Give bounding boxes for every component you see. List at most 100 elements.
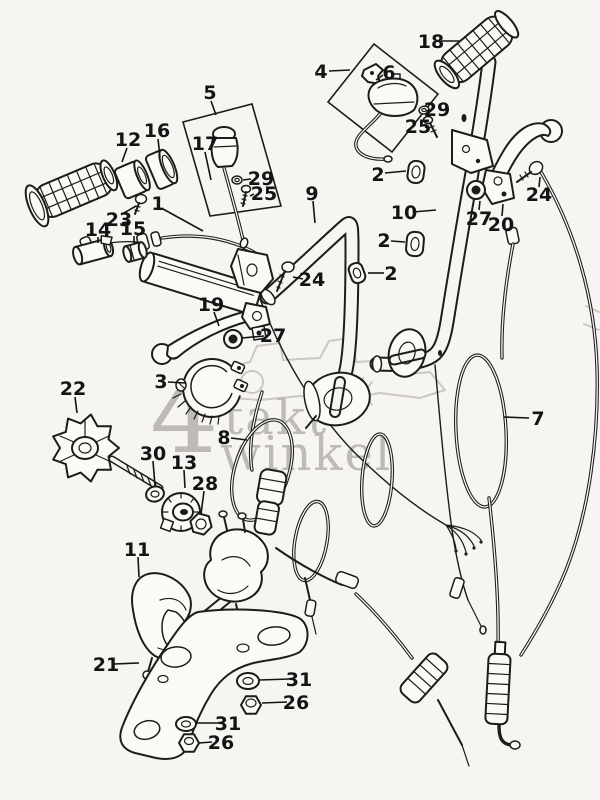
callout-leader-27 [478, 200, 481, 211]
part-5-switch-assembly [210, 126, 249, 249]
callout-label-11: 11 [124, 539, 150, 561]
callout-label-17: 17 [192, 133, 218, 155]
callout-label-9: 9 [305, 183, 318, 205]
part-2-cushion-a [406, 159, 426, 185]
callout-leader-2 [390, 240, 406, 243]
callout-label-14: 14 [85, 219, 111, 241]
callout-label-29: 29 [424, 99, 450, 121]
part-1-throttle-pipe [138, 251, 263, 316]
callout-label-21: 21 [93, 654, 119, 676]
callout-label-26: 26 [208, 732, 234, 754]
part-22-damper-knob [52, 413, 164, 492]
lever-bracket-tab [451, 129, 494, 174]
cable-boot [484, 640, 512, 726]
part-16-ring [144, 148, 179, 190]
part-2-cushion-c [347, 261, 367, 285]
callout-label-2: 2 [371, 164, 384, 186]
callout-label-30: 30 [140, 443, 166, 465]
callout-leader-31 [258, 678, 291, 681]
part-25-screw-left [240, 184, 252, 207]
callout-label-28: 28 [192, 473, 218, 495]
part-12-collar [113, 159, 151, 200]
part-24-bolt-right [516, 160, 544, 183]
callout-leader-9 [312, 200, 316, 224]
part-20-brake-lever [481, 119, 563, 205]
handlebar-pipes [259, 54, 497, 429]
callout-label-22: 22 [60, 378, 86, 400]
callout-label-31: 31 [286, 669, 312, 691]
callout-label-25: 25 [251, 183, 277, 205]
part-4-switch-housing [354, 73, 419, 163]
part-31-washer-right [236, 672, 260, 690]
callout-label-12: 12 [115, 129, 141, 151]
part-27-nut-right [466, 180, 486, 200]
callout-leader-28 [200, 490, 205, 515]
callout-leader-25 [424, 126, 430, 129]
callout-label-7: 7 [531, 408, 544, 430]
callout-label-19: 19 [198, 294, 224, 316]
callout-label-5: 5 [203, 82, 216, 104]
callout-label-23: 23 [106, 209, 132, 231]
callout-leader-24 [538, 176, 541, 188]
part-3-clamp-band [172, 358, 249, 425]
callout-label-2: 2 [377, 230, 390, 252]
part-26-nut-right [240, 695, 262, 715]
part-18-right-grip [433, 10, 520, 90]
callout-leader-1 [162, 208, 204, 232]
callout-label-8: 8 [217, 427, 230, 449]
part-25-screw-right [422, 115, 438, 138]
callout-label-15: 15 [120, 218, 146, 240]
callout-label-1: 1 [151, 193, 164, 215]
callout-label-10: 10 [391, 202, 417, 224]
part-19-lever [151, 302, 271, 365]
callout-leader-29 [425, 109, 431, 112]
callout-label-27: 27 [260, 325, 286, 347]
callout-leader-21 [113, 662, 140, 665]
part-27-nut-center [223, 329, 243, 349]
callout-label-24: 24 [526, 184, 552, 206]
part-29-washer-left [231, 175, 243, 185]
part-2-cushion-b [405, 230, 425, 258]
callout-leader-12 [121, 147, 128, 163]
callout-leader-26 [261, 701, 288, 704]
callout-leader-23 [123, 205, 137, 214]
callout-label-18: 18 [418, 31, 444, 53]
mount-grommet-upper [387, 328, 427, 378]
callout-label-29: 29 [248, 168, 274, 190]
bar-end-clamp [230, 248, 274, 294]
callout-label-6: 6 [382, 62, 395, 84]
part-30-washer [145, 485, 165, 503]
part-29-washer-right [418, 105, 430, 115]
callout-label-27: 27 [466, 208, 492, 230]
part-26-nut-left [178, 733, 200, 753]
callout-leader-24 [292, 276, 304, 280]
callout-label-26: 26 [283, 692, 309, 714]
callout-leader-7 [503, 416, 530, 419]
callout-leader-27 [241, 335, 265, 339]
callout-leader-29 [242, 178, 252, 181]
callout-leader-11 [137, 556, 140, 578]
front-brake-cable-7 [454, 170, 599, 750]
callout-leader-8 [230, 437, 248, 441]
part-21-bracket [119, 608, 309, 760]
callout-leader-13 [183, 469, 186, 489]
part-14-guide [72, 235, 115, 266]
callout-leader-19 [213, 311, 220, 327]
inner-cable [434, 364, 487, 635]
callout-leader-25 [249, 193, 255, 197]
cable-boot [399, 652, 449, 704]
callout-label-24: 24 [299, 269, 325, 291]
callout-label-4: 4 [314, 61, 327, 83]
part-17-left-grip [24, 159, 119, 228]
callout-label-2: 2 [384, 263, 397, 285]
callout-leader-26 [198, 741, 213, 744]
callout-leader-5 [210, 100, 217, 116]
inset-box-5 [182, 103, 283, 249]
callout-leader-17 [204, 151, 212, 181]
mount-grommet-lower [303, 371, 371, 429]
callout-leader-16 [157, 138, 161, 158]
callout-label-3: 3 [154, 371, 167, 393]
callout-label-25: 25 [405, 116, 431, 138]
inset-box-4 [326, 42, 440, 163]
callout-leader-2 [384, 170, 407, 174]
